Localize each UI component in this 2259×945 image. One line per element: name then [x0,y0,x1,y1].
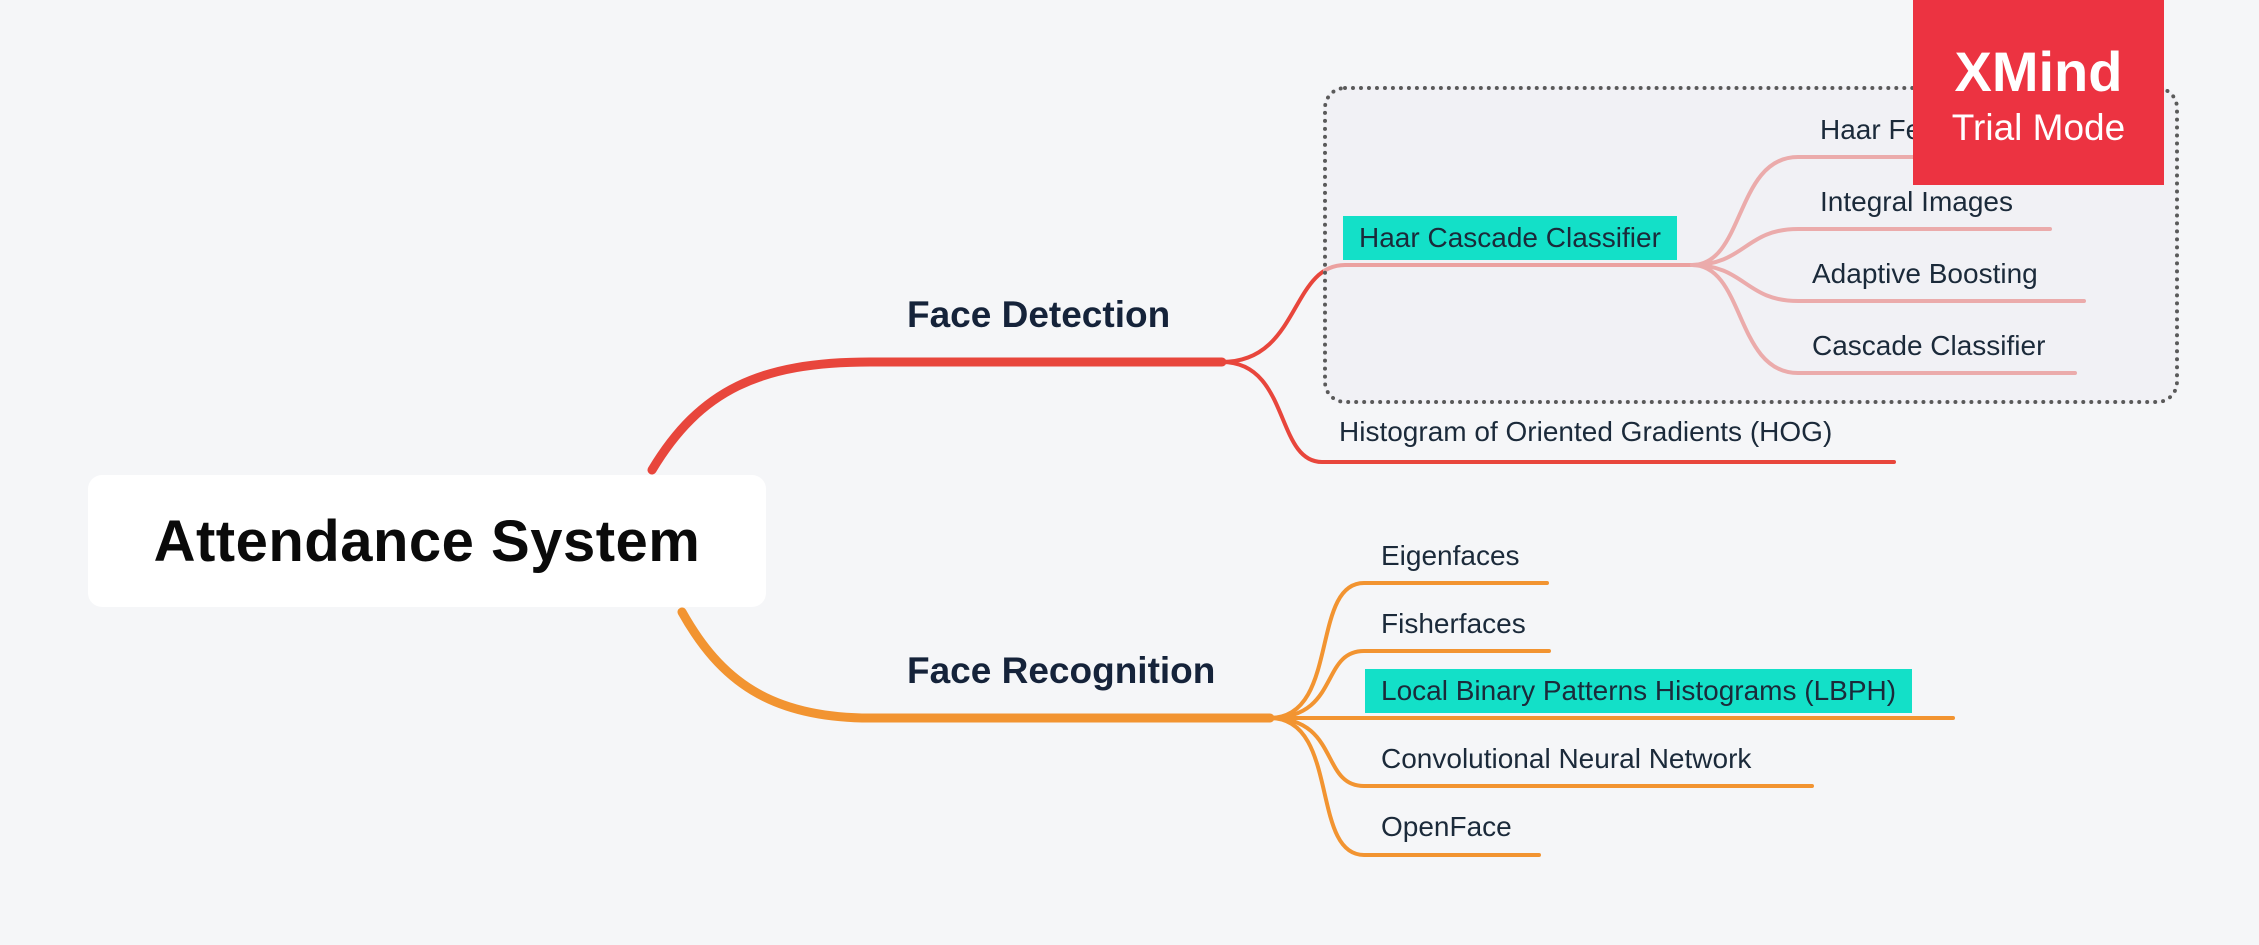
connector-cnn [1268,716,1814,788]
subtopic-fisherfaces[interactable]: Fisherfaces [1381,608,1526,639]
subtopic-openface[interactable]: OpenFace [1381,811,1512,842]
root-topic[interactable]: Attendance System [88,475,766,607]
connector-root-face-detection [647,357,1227,475]
main-topic-face-detection[interactable]: Face Detection [907,294,1171,335]
subtopic-eigenfaces[interactable]: Eigenfaces [1381,540,1520,571]
subtopic-hog[interactable]: Histogram of Oriented Gradients (HOG) [1339,416,1833,447]
connector-openface [1268,716,1541,857]
connector-eigenfaces [1268,581,1549,720]
xmind-trial-watermark: XMind Trial Mode [1913,0,2164,185]
subtopic-lbph[interactable]: Local Binary Patterns Histograms (LBPH) [1365,669,1913,713]
connector-face-detection-hog [1220,360,1896,464]
subtopic-cnn[interactable]: Convolutional Neural Network [1381,743,1752,774]
subtopic-integral-images[interactable]: Integral Images [1820,186,2013,217]
main-topic-face-recognition[interactable]: Face Recognition [907,650,1216,691]
watermark-brand: XMind [1954,40,2123,103]
connector-root-face-recognition [677,607,1275,723]
connector-fisherfaces [1268,649,1551,720]
subtopic-adaptive-boosting[interactable]: Adaptive Boosting [1812,258,2038,289]
subtopic-cascade-classifier[interactable]: Cascade Classifier [1812,330,2046,361]
root-topic-label: Attendance System [153,508,701,574]
watermark-mode: Trial Mode [1951,107,2126,148]
subtopic-haar-cascade-classifier[interactable]: Haar Cascade Classifier [1343,216,1677,260]
